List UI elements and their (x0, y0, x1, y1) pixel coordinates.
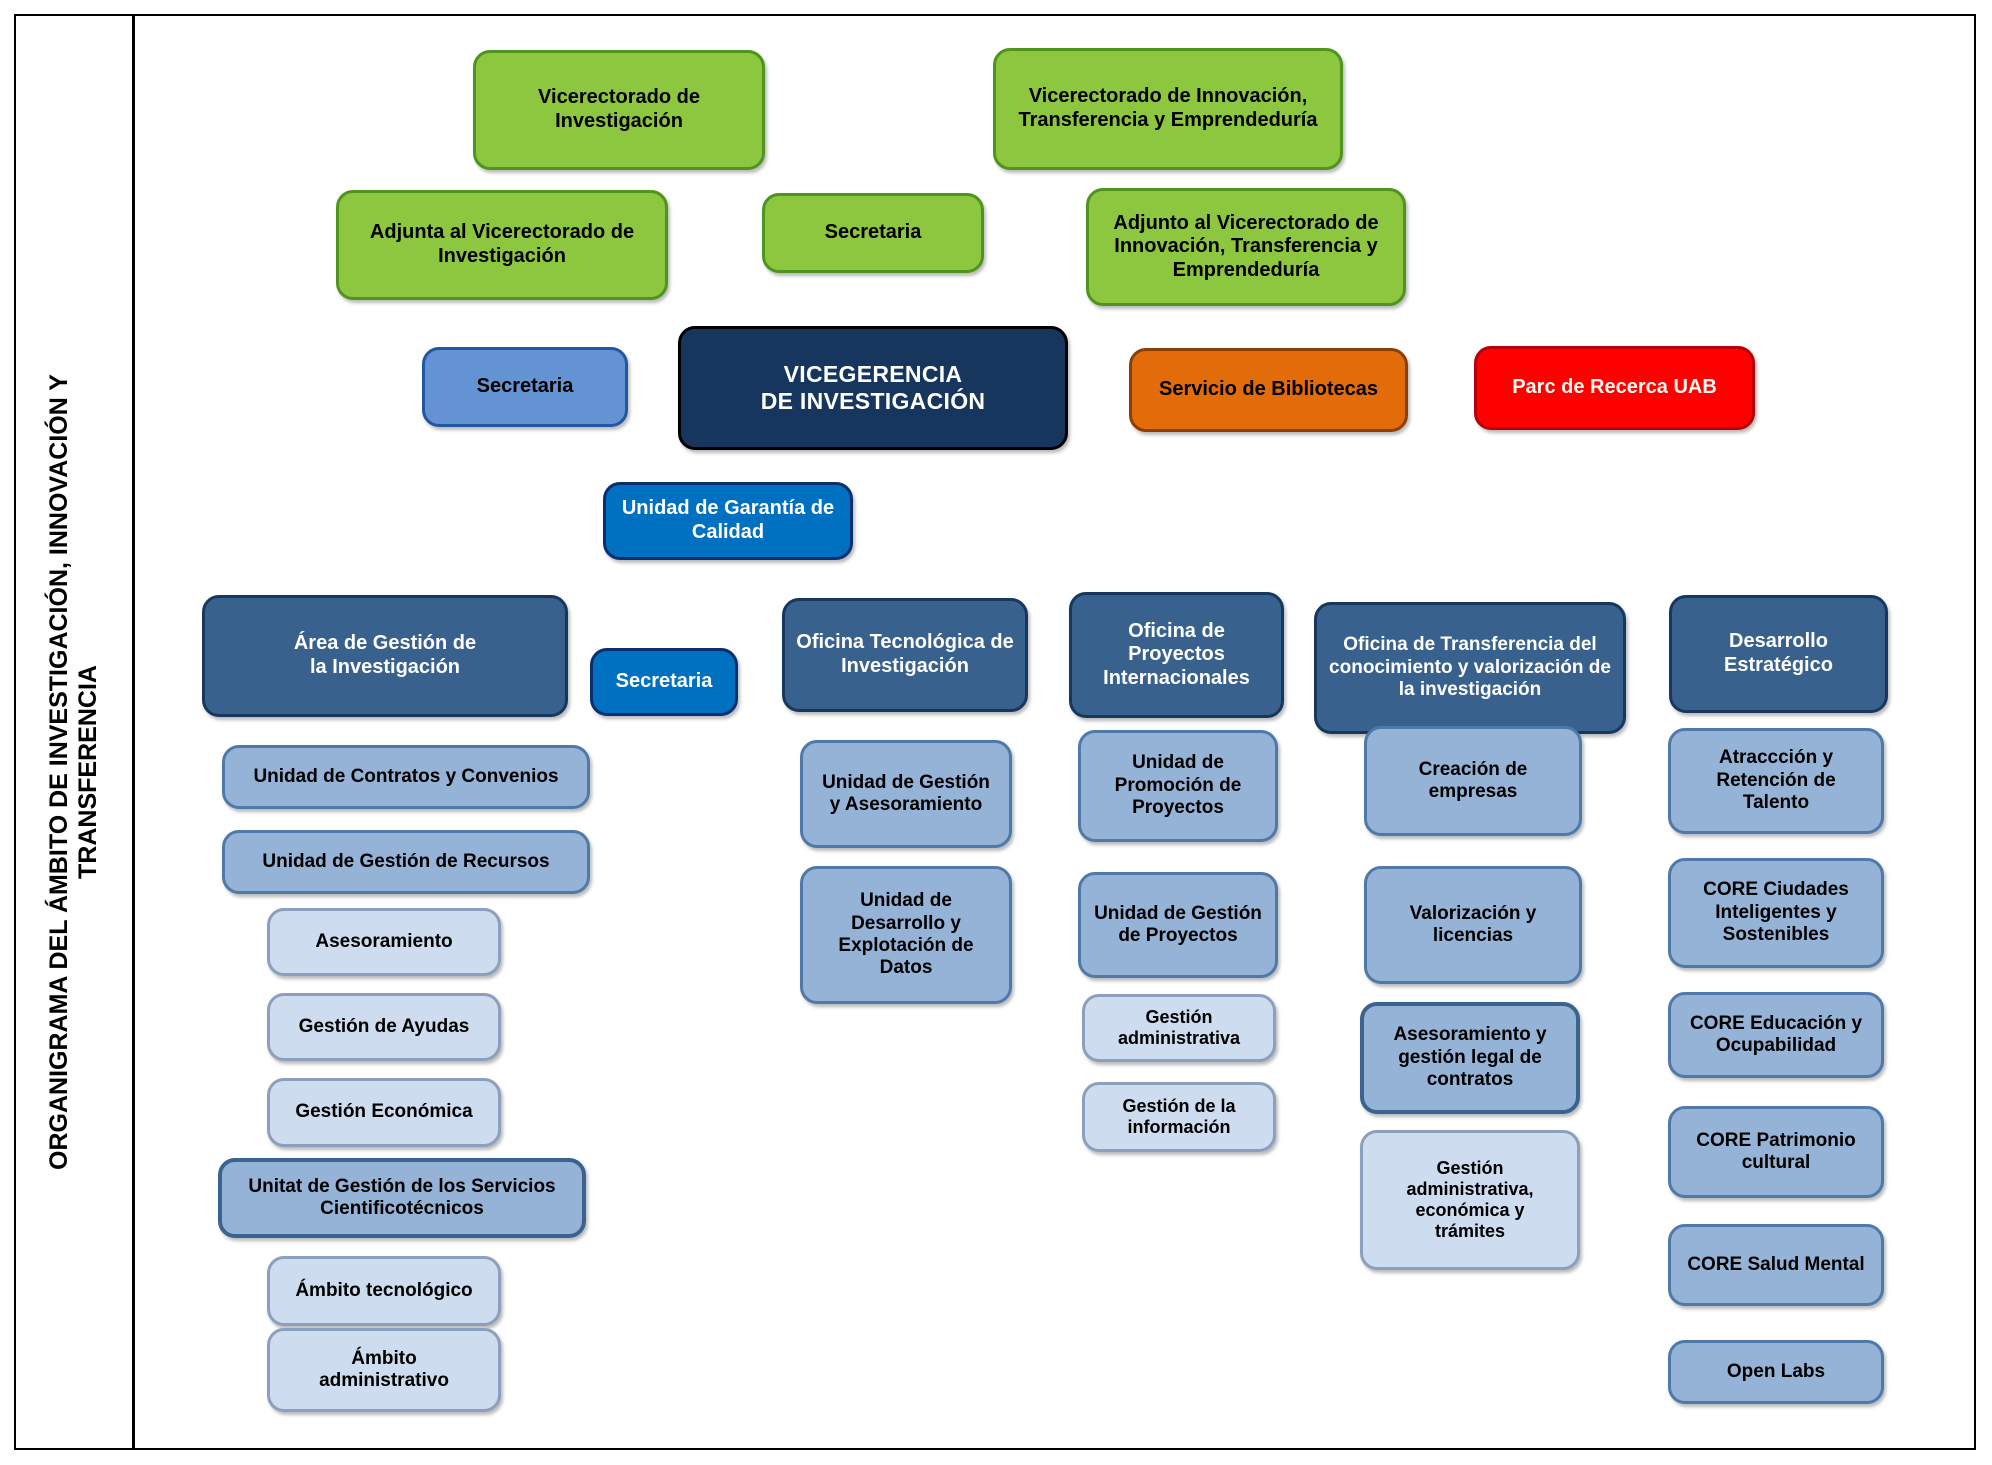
org-box-creacion-empresas: Creación de empresas (1364, 726, 1582, 836)
org-box-adjunta-investigacion: Adjunta al Vicerectorado de Investigació… (336, 190, 668, 300)
org-box-secretaria-rectorado: Secretaria (762, 193, 984, 273)
org-box-parc-recerca-uab: Parc de Recerca UAB (1474, 346, 1755, 430)
org-box-unidad-gestion-asesoramiento: Unidad de Gestión y Asesoramiento (800, 740, 1012, 848)
org-box-ambito-administrativo: Ámbito administrativo (267, 1328, 501, 1412)
org-box-gestion-economica: Gestión Económica (267, 1078, 501, 1147)
org-box-atraccion-talento: Atraccción y Retención de Talento (1668, 728, 1884, 834)
org-box-vicegerencia: VICEGERENCIA DE INVESTIGACIÓN (678, 326, 1068, 450)
org-box-adjunto-innovacion: Adjunto al Vicerectorado de Innovación, … (1086, 188, 1406, 306)
org-box-gestion-administrativa: Gestión administrativa (1082, 994, 1276, 1062)
org-box-unidad-desarrollo-datos: Unidad de Desarrollo y Explotación de Da… (800, 866, 1012, 1004)
org-header-transferencia: Oficina de Transferencia del conocimient… (1314, 602, 1626, 734)
org-box-unidad-garantia-calidad: Unidad de Garantía de Calidad (603, 482, 853, 560)
org-box-core-ciudades: CORE Ciudades Inteligentes y Sostenibles (1668, 858, 1884, 968)
org-box-secretaria-area: Secretaria (590, 648, 738, 716)
org-header-oficina-tecnologica: Oficina Tecnológica de Investigación (782, 598, 1028, 712)
org-header-desarrollo-estrategico: Desarrollo Estratégico (1669, 595, 1888, 713)
org-box-ambito-tecnologico: Ámbito tecnológico (267, 1256, 501, 1326)
org-box-unidad-promocion-proyectos: Unidad de Promoción de Proyectos (1078, 730, 1278, 842)
org-box-unidad-gestion-proyectos: Unidad de Gestión de Proyectos (1078, 872, 1278, 978)
org-header-proyectos-internacionales: Oficina de Proyectos Internacionales (1069, 592, 1284, 718)
page-title: ORGANIGRAMA DEL ÁMBITO DE INVESTIGACIÓN,… (45, 374, 102, 1170)
org-box-core-patrimonio: CORE Patrimonio cultural (1668, 1106, 1884, 1198)
org-box-unidad-contratos: Unidad de Contratos y Convenios (222, 745, 590, 809)
org-box-core-educacion: CORE Educación y Ocupabilidad (1668, 992, 1884, 1078)
org-box-asesoramiento-legal: Asesoramiento y gestión legal de contrat… (1360, 1002, 1580, 1114)
org-box-servicio-bibliotecas: Servicio de Bibliotecas (1129, 348, 1408, 432)
outer-frame (14, 14, 1976, 1450)
org-box-open-labs: Open Labs (1668, 1340, 1884, 1404)
title-divider-line (132, 14, 135, 1450)
org-box-vicerectorado-investigacion: Vicerectorado de Investigación (473, 50, 765, 170)
org-header-area-gestion: Área de Gestión de la Investigación (202, 595, 568, 717)
org-box-gestion-informacion: Gestión de la información (1082, 1082, 1276, 1152)
org-box-core-salud-mental: CORE Salud Mental (1668, 1224, 1884, 1306)
org-box-secretaria-vicegerencia: Secretaria (422, 347, 628, 427)
org-box-asesoramiento: Asesoramiento (267, 908, 501, 976)
org-box-gestion-admin-economica: Gestión administrativa, económica y trám… (1360, 1130, 1580, 1270)
org-box-valorizacion-licencias: Valorización y licencias (1364, 866, 1582, 984)
org-box-vicerectorado-innovacion: Vicerectorado de Innovación, Transferenc… (993, 48, 1343, 170)
org-box-gestion-ayudas: Gestión de Ayudas (267, 993, 501, 1061)
org-box-unidad-recursos: Unidad de Gestión de Recursos (222, 830, 590, 894)
org-box-unitat-servicios-cientificotecnicos: Unitat de Gestión de los Servicios Cient… (218, 1158, 586, 1238)
